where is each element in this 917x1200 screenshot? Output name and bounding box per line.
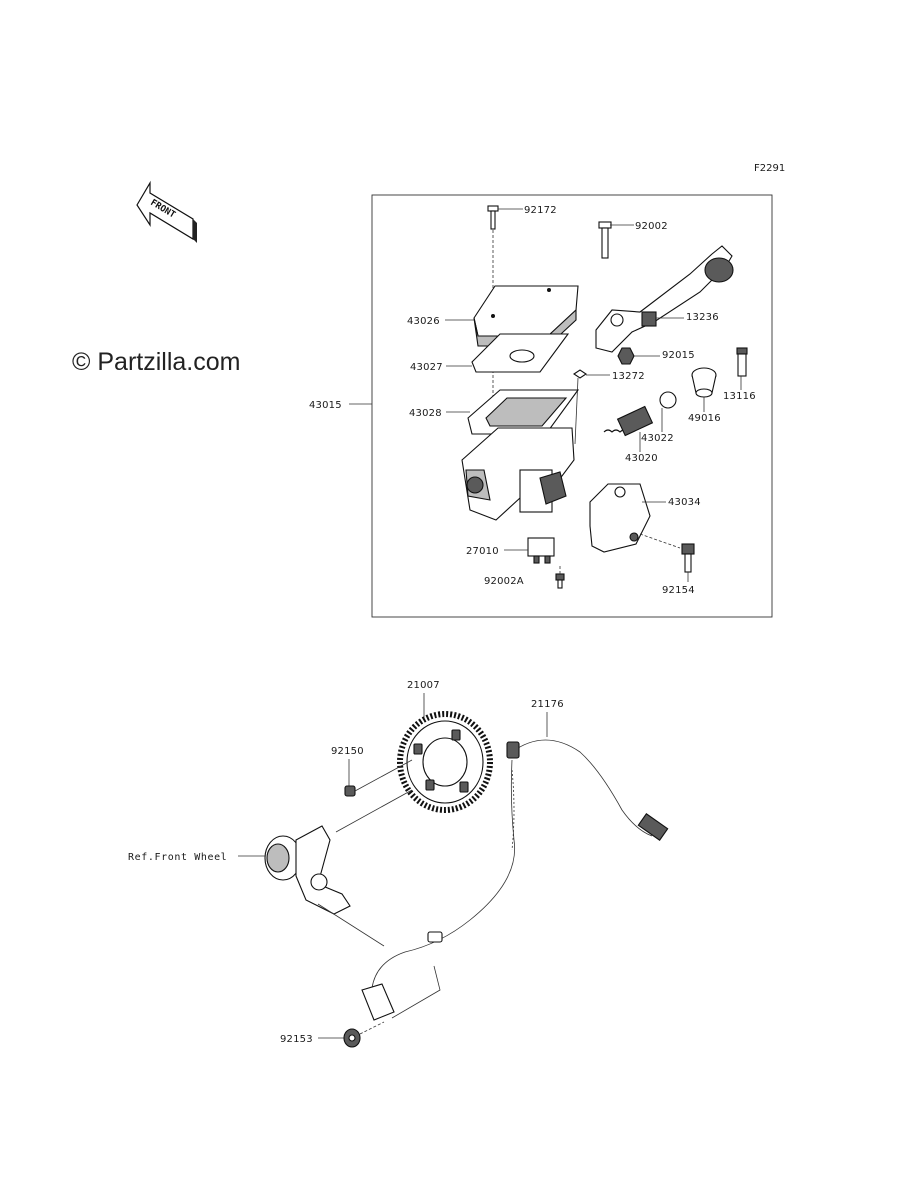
label-92002A[interactable]: 92002A [484, 576, 524, 587]
part-43020-piston-kit[interactable] [603, 405, 654, 437]
part-92153-flange-bolt[interactable] [343, 1028, 361, 1048]
label-43020[interactable]: 43020 [625, 453, 658, 464]
part-92154-bolt[interactable] [681, 543, 695, 573]
label-92015[interactable]: 92015 [662, 350, 695, 361]
part-13236-brake-lever[interactable] [595, 245, 734, 353]
label-21007[interactable]: 21007 [407, 680, 440, 691]
label-43015[interactable]: 43015 [309, 400, 342, 411]
part-43022-circlip[interactable] [659, 391, 677, 409]
label-43022[interactable]: 43022 [641, 433, 674, 444]
label-49016[interactable]: 49016 [688, 413, 721, 424]
label-92002[interactable]: 92002 [635, 221, 668, 232]
label-92150[interactable]: 92150 [331, 746, 364, 757]
label-ref-front-wheel[interactable]: Ref.Front Wheel [128, 852, 227, 863]
part-13272-clip[interactable] [573, 369, 587, 379]
label-43027[interactable]: 43027 [410, 362, 443, 373]
part-21007-abs-sensor-rotor[interactable] [397, 711, 493, 813]
label-13116[interactable]: 13116 [723, 391, 756, 402]
part-43028-gasket[interactable] [467, 389, 580, 435]
part-92150-bolt[interactable] [344, 759, 413, 797]
label-13272[interactable]: 13272 [612, 371, 645, 382]
part-43027-diaphragm[interactable] [471, 333, 570, 373]
part-13116-pivot-bolt[interactable] [736, 347, 748, 377]
part-43034-clamp[interactable] [589, 483, 651, 553]
label-92153[interactable]: 92153 [280, 1034, 313, 1045]
label-43034[interactable]: 43034 [668, 497, 701, 508]
label-21176[interactable]: 21176 [531, 699, 564, 710]
partzilla-watermark: © Partzilla.com [72, 348, 240, 376]
part-92172-screw[interactable] [487, 205, 499, 230]
part-21176-abs-sensor[interactable] [361, 739, 669, 1021]
label-92172[interactable]: 92172 [524, 205, 557, 216]
front-direction-arrow-icon: FRONT [136, 180, 197, 243]
part-49016-bushing[interactable] [691, 367, 717, 398]
label-43026[interactable]: 43026 [407, 316, 440, 327]
part-master-cylinder-body[interactable] [461, 427, 575, 521]
part-92002-pin[interactable] [598, 221, 612, 259]
front-wheel-hub-reference [264, 825, 351, 915]
part-27010-brake-switch[interactable] [527, 537, 555, 564]
part-92015-nut[interactable] [617, 347, 635, 365]
label-13236[interactable]: 13236 [686, 312, 719, 323]
master-cylinder-assembly-box [371, 194, 773, 618]
label-27010[interactable]: 27010 [466, 546, 499, 557]
label-43028[interactable]: 43028 [409, 408, 442, 419]
part-92002A-screw[interactable] [555, 573, 565, 589]
label-92154[interactable]: 92154 [662, 585, 695, 596]
figure-code: F2291 [754, 163, 785, 174]
